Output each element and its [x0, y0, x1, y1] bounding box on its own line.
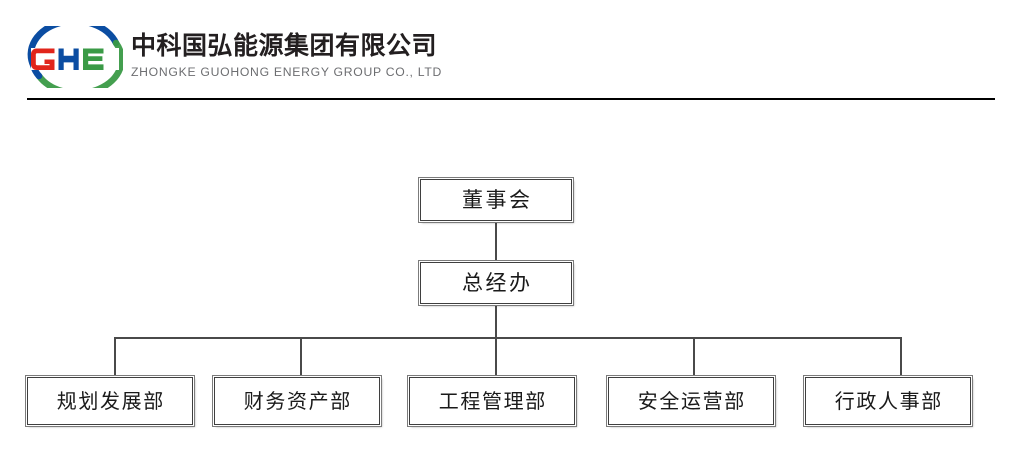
node-board-label: 董事会	[462, 187, 533, 212]
connector-drop-safety	[693, 337, 695, 378]
node-gm-office[interactable]: 总经办	[419, 261, 573, 305]
node-dept-admin-label: 行政人事部	[834, 389, 943, 413]
header-divider-rule	[27, 98, 995, 100]
company-logo-lockup: 中科国弘能源集团有限公司 ZHONGKE GUOHONG ENERGY GROU…	[27, 26, 442, 88]
node-dept-safety[interactable]: 安全运营部	[607, 376, 775, 426]
node-gm-office-label: 总经办	[462, 270, 533, 295]
connector-board-to-gm	[495, 221, 497, 262]
company-name-chinese: 中科国弘能源集团有限公司	[131, 31, 438, 61]
organization-chart: 董事会 总经办 规划发展部 财务资产部 工程管理部 安全运营部 行政人事部	[0, 108, 1020, 473]
node-dept-engineering[interactable]: 工程管理部	[408, 376, 576, 426]
node-dept-safety-label: 安全运营部	[637, 389, 746, 413]
company-name-english: ZHONGKE GUOHONG ENERGY GROUP CO., LTD	[131, 65, 443, 80]
node-dept-finance-label: 财务资产部	[243, 389, 352, 413]
node-board[interactable]: 董事会	[419, 178, 573, 222]
node-dept-engineering-label: 工程管理部	[438, 389, 547, 413]
ghe-circular-swoosh-logo-icon	[27, 26, 123, 88]
company-name-block: 中科国弘能源集团有限公司 ZHONGKE GUOHONG ENERGY GROU…	[131, 32, 442, 81]
connector-drop-engineering	[495, 337, 497, 378]
node-dept-finance[interactable]: 财务资产部	[213, 376, 381, 426]
connector-drop-finance	[300, 337, 302, 378]
letterhead-header: 中科国弘能源集团有限公司 ZHONGKE GUOHONG ENERGY GROU…	[0, 0, 1020, 108]
node-dept-admin[interactable]: 行政人事部	[804, 376, 972, 426]
connector-horizontal-bus	[114, 337, 902, 339]
connector-drop-planning	[114, 337, 116, 378]
node-dept-planning-label: 规划发展部	[56, 389, 165, 413]
node-dept-planning[interactable]: 规划发展部	[26, 376, 194, 426]
connector-gm-stem	[495, 303, 497, 337]
connector-drop-admin	[900, 337, 902, 378]
